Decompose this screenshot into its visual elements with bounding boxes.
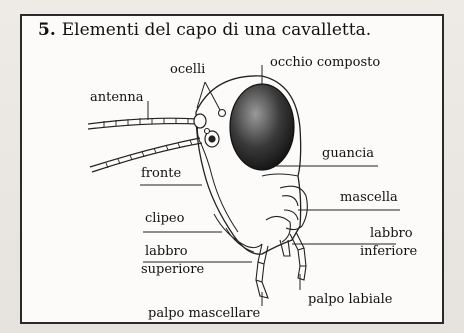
label-fronte: fronte: [141, 166, 181, 181]
label-occhio-composto: occhio composto: [270, 55, 380, 70]
label-mascella: mascella: [340, 190, 398, 205]
label-clipeo: clipeo: [145, 211, 184, 226]
antenna-lower: [90, 138, 200, 167]
compound-eye-drawing: [230, 84, 294, 170]
label-ocelli: ocelli: [170, 62, 205, 77]
label-labbro-superiore-2: superiore: [141, 262, 204, 277]
label-palpo-mascellare: palpo mascellare: [148, 306, 260, 321]
label-antenna: antenna: [90, 90, 144, 105]
label-guancia: guancia: [322, 146, 374, 161]
ocelli-drawing: [205, 110, 226, 134]
label-labbro-inferiore-1: labbro: [370, 226, 413, 241]
label-labbro-superiore-1: labbro: [145, 244, 188, 259]
label-labbro-inferiore-2: inferiore: [360, 244, 417, 259]
label-palpo-labiale: palpo labiale: [308, 292, 393, 307]
antenna-drawing: [88, 118, 202, 172]
